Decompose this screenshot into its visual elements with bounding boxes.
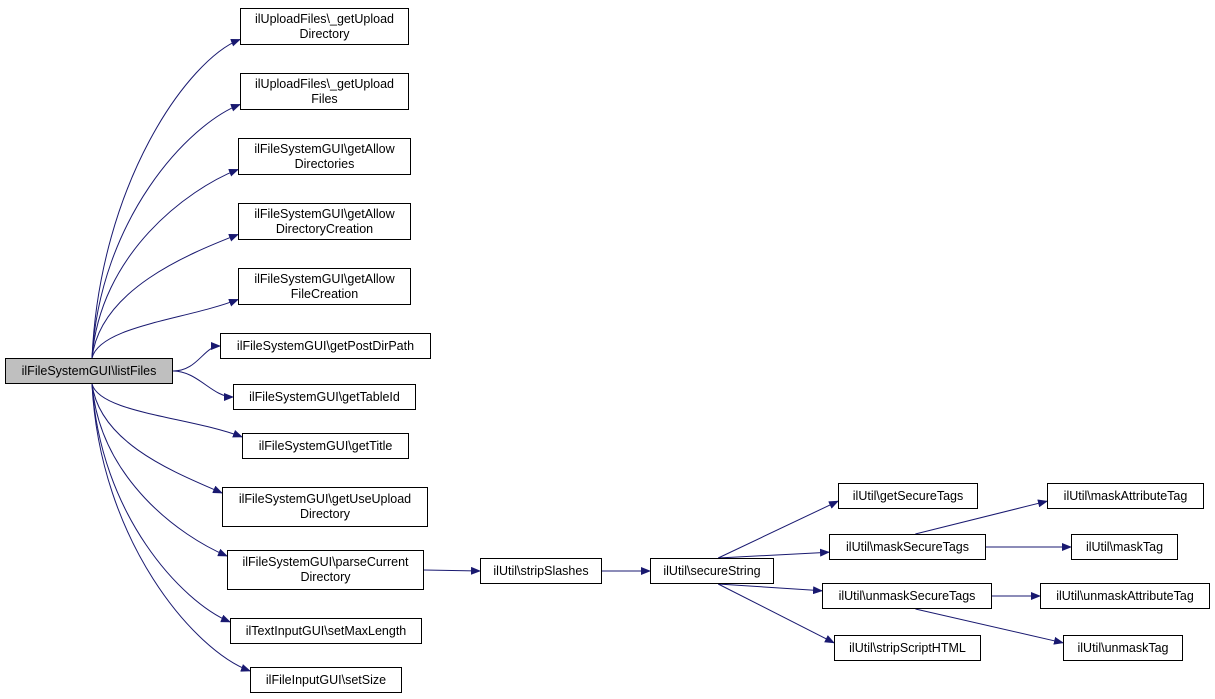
node-get-upload-directory[interactable]: ilUploadFiles\_getUpload Directory	[240, 8, 409, 45]
node-root-list-files: ilFileSystemGUI\listFiles	[5, 358, 173, 384]
node-parse-current-directory[interactable]: ilFileSystemGUI\parseCurrent Directory	[227, 550, 424, 590]
node-unmask-secure-tags[interactable]: ilUtil\unmaskSecureTags	[822, 583, 992, 609]
edge-n17-to-n22	[915, 608, 1064, 645]
node-strip-slashes[interactable]: ilUtil\stripSlashes	[480, 558, 602, 584]
edge-n0-to-n11	[91, 383, 231, 623]
edge-n0-to-n9	[91, 383, 223, 494]
node-mask-tag[interactable]: ilUtil\maskTag	[1071, 534, 1178, 560]
node-strip-script-html[interactable]: ilUtil\stripScriptHTML	[834, 635, 981, 661]
edge-n14-to-n16	[718, 548, 830, 559]
node-unmask-tag[interactable]: ilUtil\unmaskTag	[1063, 635, 1183, 661]
node-get-use-upload-directory[interactable]: ilFileSystemGUI\getUseUpload Directory	[222, 487, 428, 527]
edge-n0-to-n4	[91, 233, 239, 359]
edge-n0-to-n8	[91, 383, 243, 438]
edge-n0-to-n7	[172, 370, 234, 401]
node-get-title[interactable]: ilFileSystemGUI\getTitle	[242, 433, 409, 459]
edge-n0-to-n1	[91, 38, 241, 359]
edge-n0-to-n3	[91, 168, 239, 359]
edge-n10-to-n13	[423, 566, 481, 575]
edge-n14-to-n18	[717, 583, 835, 644]
edge-n14-to-n15	[717, 500, 839, 559]
node-get-secure-tags[interactable]: ilUtil\getSecureTags	[838, 483, 978, 509]
node-get-allow-directories[interactable]: ilFileSystemGUI\getAllow Directories	[238, 138, 411, 175]
edge-n14-to-n17	[718, 583, 823, 595]
edge-n0-to-n5	[91, 298, 239, 359]
node-get-table-id[interactable]: ilFileSystemGUI\getTableId	[233, 384, 416, 410]
node-get-allow-file-creation[interactable]: ilFileSystemGUI\getAllow FileCreation	[238, 268, 411, 305]
edge-n16-to-n19	[915, 499, 1048, 535]
edge-n0-to-n6	[172, 342, 221, 372]
edge-n0-to-n2	[91, 103, 241, 359]
edge-n0-to-n10	[91, 383, 228, 557]
node-mask-secure-tags[interactable]: ilUtil\maskSecureTags	[829, 534, 986, 560]
node-mask-attribute-tag[interactable]: ilUtil\maskAttributeTag	[1047, 483, 1204, 509]
node-secure-string[interactable]: ilUtil\secureString	[650, 558, 774, 584]
node-get-post-dir-path[interactable]: ilFileSystemGUI\getPostDirPath	[220, 333, 431, 359]
node-set-size[interactable]: ilFileInputGUI\setSize	[250, 667, 402, 693]
node-set-max-length[interactable]: ilTextInputGUI\setMaxLength	[230, 618, 422, 644]
node-unmask-attribute-tag[interactable]: ilUtil\unmaskAttributeTag	[1040, 583, 1210, 609]
node-get-allow-directory-creation[interactable]: ilFileSystemGUI\getAllow DirectoryCreati…	[238, 203, 411, 240]
edge-n0-to-n12	[91, 383, 251, 672]
node-get-upload-files[interactable]: ilUploadFiles\_getUpload Files	[240, 73, 409, 110]
